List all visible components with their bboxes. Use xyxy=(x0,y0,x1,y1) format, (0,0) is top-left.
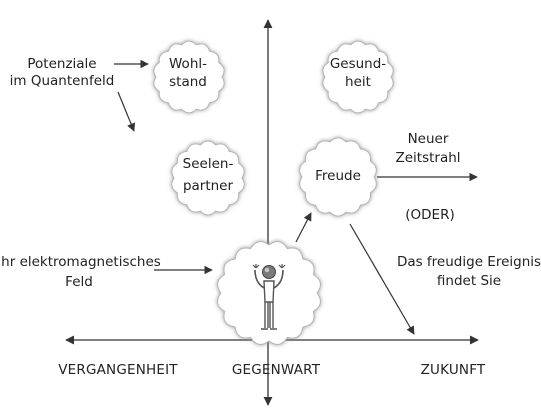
axis-label-vergangenheit: VERGANGENHEIT xyxy=(58,362,178,378)
arrow-freude-ereignis xyxy=(349,223,415,335)
label-seelenpartner-line2: partner xyxy=(183,178,234,194)
label-wohlstand-line1: Wohl- xyxy=(169,56,207,72)
label-seelenpartner-line1: Seelen- xyxy=(183,156,234,172)
axis-label-zukunft: ZUKUNFT xyxy=(421,362,486,378)
cloud-seelenpartner xyxy=(171,140,245,216)
label-ereignis-line2: findet Sie xyxy=(437,273,501,289)
label-gesundheit-line1: Gesund- xyxy=(330,56,386,72)
label-potenziale-line2: im Quantenfeld xyxy=(10,73,115,89)
label-freude: Freude xyxy=(315,168,361,184)
cloud-gesundheit xyxy=(322,40,394,114)
axis-label-gegenwart: GEGENWART xyxy=(232,362,321,378)
label-potenziale-line1: Potenziale xyxy=(27,56,96,72)
label-gesundheit-line2: heit xyxy=(345,74,371,90)
arrow-potenziale-down xyxy=(117,91,136,132)
clouds-layer xyxy=(153,40,394,345)
label-wohlstand-line2: stand xyxy=(169,74,207,90)
label-neuer-line2: Zeitstrahl xyxy=(395,150,460,166)
arrow-center-to-freude xyxy=(295,212,312,243)
label-feld-line2: Feld xyxy=(65,274,93,290)
label-neuer-line1: Neuer xyxy=(408,131,449,147)
label-ereignis-line1: Das freudige Ereignis xyxy=(397,254,541,270)
label-oder: (ODER) xyxy=(405,207,454,223)
person-arms-raised-icon xyxy=(252,264,286,330)
cloud-freude xyxy=(299,137,377,217)
label-feld-line1: Ihr elektromagnetisches xyxy=(0,254,161,270)
cloud-wohlstand xyxy=(153,40,225,114)
